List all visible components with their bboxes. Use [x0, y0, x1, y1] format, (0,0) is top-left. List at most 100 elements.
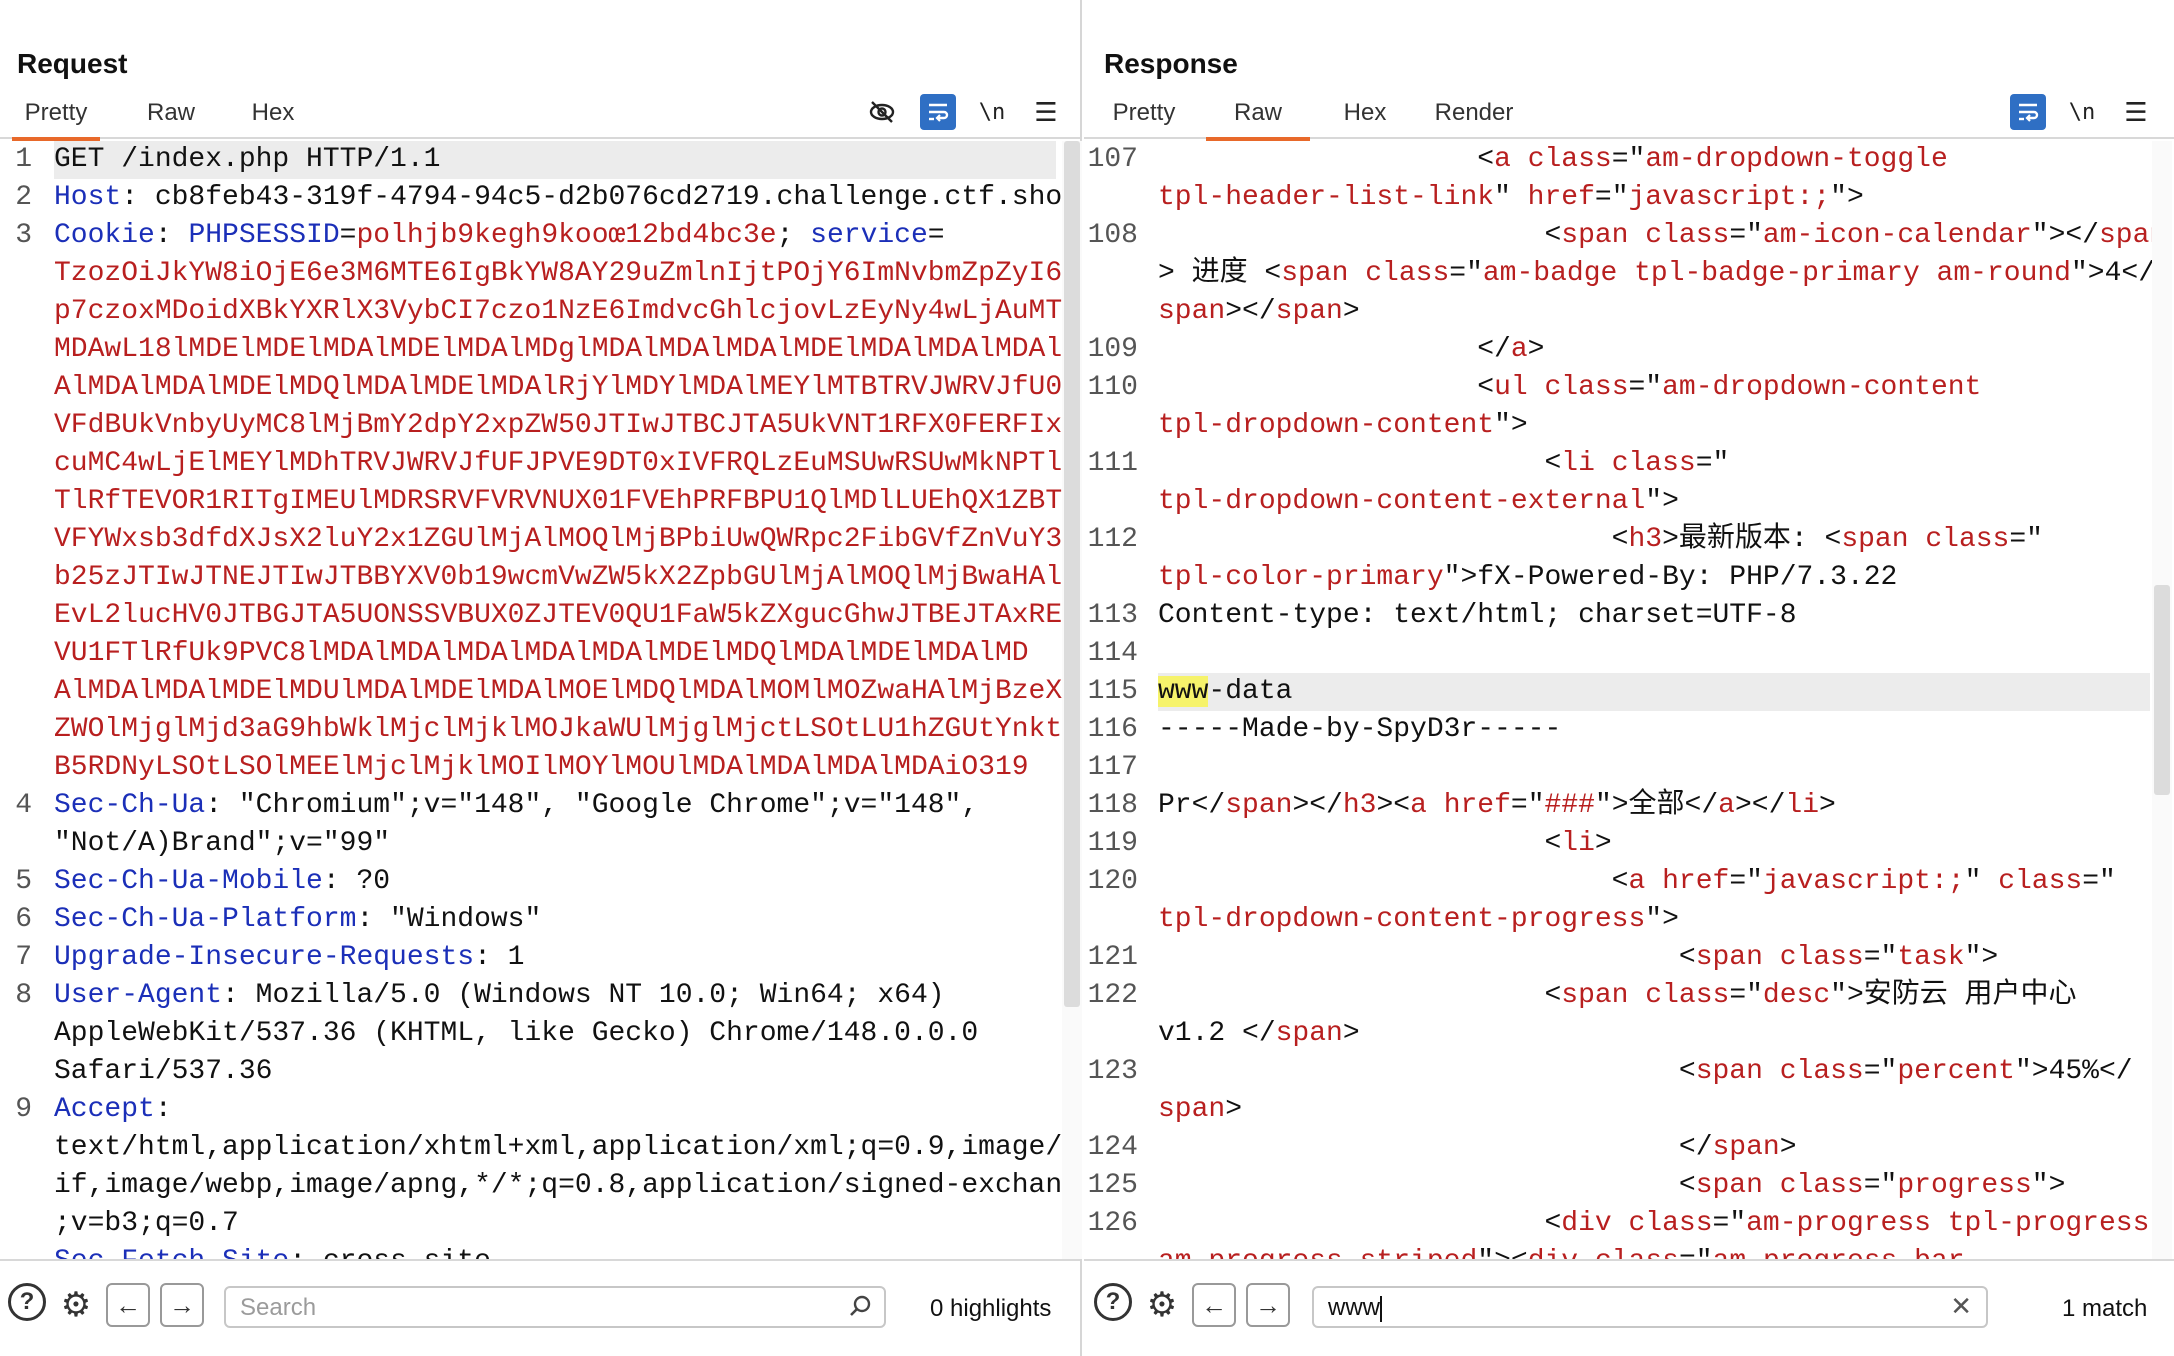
request-search-input[interactable]: Search [224, 1286, 886, 1328]
code-token: " [1964, 866, 1999, 897]
code-token: class [1527, 144, 1612, 175]
code-token: : Mozilla/5.0 (Windows NT 10.0; Win64; x… [222, 980, 945, 1011]
code-token: class [1998, 866, 2083, 897]
code-token [1628, 980, 1645, 1011]
line-number: 6 [15, 904, 32, 935]
code-token: =" [2009, 524, 2043, 555]
code-token: Accept [54, 1094, 155, 1125]
code-token: a [1718, 790, 1735, 821]
code-token: javascript:; [1762, 866, 1965, 897]
highlights-count: 0 highlights [930, 1295, 1052, 1322]
menu-icon[interactable]: ☰ [2124, 96, 2148, 127]
code-token: am-icon-calendar [1762, 220, 2032, 251]
response-search-input[interactable]: www ✕ [1312, 1286, 1988, 1328]
tab-render[interactable]: Render [1434, 99, 1514, 126]
code-token: =" [1729, 866, 1763, 897]
code-token: ul [1494, 372, 1528, 403]
code-line: tpl-color-primary">fX-Powered-By: PHP/7.… [1158, 559, 1897, 597]
code-token: : "Chromium";v="148", "Google Chrome";v=… [205, 790, 979, 821]
code-line: b25zJTIwJTNEJTIwJTBBYXV0b19wcmVwZW5kX2Zp… [54, 559, 1080, 597]
help-icon[interactable]: ? [1094, 1283, 1132, 1321]
wrap-lines-icon[interactable] [920, 94, 956, 130]
code-token: =" [1628, 372, 1663, 403]
code-token: ### [1544, 790, 1595, 821]
forward-icon[interactable]: → [160, 1283, 204, 1327]
request-scrollbar[interactable] [1062, 141, 1082, 1259]
search-match: www [1158, 676, 1209, 707]
hide-eye-icon[interactable] [864, 94, 900, 130]
code-token: class [1544, 372, 1629, 403]
line-number: 109 [1087, 334, 1138, 365]
code-token: =" [1510, 790, 1545, 821]
code-token: Sec-Ch-Ua [54, 790, 206, 821]
code-token: ">4</ [2070, 258, 2155, 289]
code-line: ;v=b3;q=0.7 [54, 1205, 239, 1243]
request-scroll-thumb[interactable] [1064, 141, 1080, 1007]
clear-icon[interactable]: ✕ [1950, 1291, 1972, 1321]
code-token: >最新版本: < [1662, 524, 1842, 555]
code-token: class [1645, 220, 1730, 251]
help-icon[interactable]: ? [8, 1283, 46, 1321]
code-line: AppleWebKit/537.36 (KHTML, like Gecko) C… [54, 1015, 978, 1053]
tab-pretty[interactable]: Pretty [1112, 99, 1176, 126]
code-token: Host [54, 182, 122, 213]
tab-raw[interactable]: Raw [146, 99, 195, 126]
newline-toggle[interactable]: \n [2068, 99, 2096, 125]
code-token: tpl-dropdown-content [1158, 410, 1495, 441]
code-token: >< [1376, 790, 1411, 821]
code-token: ">安防云 用户中心 [1830, 980, 2077, 1011]
tab-hex[interactable]: Hex [1343, 99, 1387, 126]
line-number: 120 [1087, 866, 1138, 897]
code-line: text/html,application/xhtml+xml,applicat… [54, 1129, 1080, 1167]
code-token: a [1510, 334, 1528, 365]
code-token: a [1628, 866, 1646, 897]
code-line: www-data [1158, 673, 1292, 711]
code-line: Cookie: PHPSESSID=polhjb9kegh9kooœ12bd4b… [54, 217, 945, 255]
back-icon[interactable]: ← [106, 1283, 150, 1327]
gear-icon[interactable]: ⚙ [60, 1286, 92, 1324]
code-token: a [1494, 144, 1511, 175]
code-line: <a href="javascript:;" class=" [1158, 863, 2116, 901]
tab-hex[interactable]: Hex [251, 99, 295, 126]
code-line: VFdBUkVnbyUyMC8lMjBmY2dpY2xpZW50JTIwJTBC… [54, 407, 1080, 445]
code-token: "> [1494, 410, 1528, 441]
response-search-bar: ? ⚙ ← → www ✕ 1 match [1084, 1259, 2174, 1356]
code-token: PHPSESSID [188, 220, 340, 251]
line-number: 126 [1087, 1208, 1138, 1239]
tab-pretty[interactable]: Pretty [12, 99, 100, 141]
code-token: TzozOiJkYW8iOjE6e3M6MTE6IgBkYW8AY29uZmln… [54, 258, 1080, 289]
code-line: MDAwL18lMDElMDElMDAlMDElMDAlMDglMDAlMDAl… [54, 331, 1080, 369]
code-token: h3 [1342, 790, 1377, 821]
code-line: </a> [1158, 331, 1544, 369]
code-token [1763, 1056, 1780, 1087]
back-icon[interactable]: ← [1192, 1283, 1236, 1327]
search-icon [848, 1294, 872, 1325]
code-token: </ [1158, 334, 1511, 365]
gear-icon[interactable]: ⚙ [1146, 1286, 1178, 1324]
code-token: B5RDNyLSOtLSOlMEElMjclMjklMOIlMOYlMOUlMD… [54, 752, 1029, 783]
code-token: class [1365, 258, 1450, 289]
response-scroll-thumb[interactable] [2154, 585, 2170, 795]
wrap-lines-icon[interactable] [2010, 94, 2046, 130]
code-line: VU1FTlRfUk9PVC8lMDAlMDAlMDAlMDAlMDAlMDEl… [54, 635, 1029, 673]
code-token: progress [1897, 1170, 2032, 1201]
code-token: =" [1863, 942, 1898, 973]
request-search-bar: ? ⚙ ← → Search 0 highlights [0, 1259, 1080, 1356]
code-token: Sec-Fetch-Site [54, 1246, 289, 1259]
menu-icon[interactable]: ☰ [1034, 96, 1058, 127]
code-token: < [1158, 448, 1562, 479]
code-token: Sec-Ch-Ua-Platform [54, 904, 357, 935]
response-scrollbar[interactable] [2152, 141, 2172, 1259]
code-token: b25zJTIwJTNEJTIwJTBBYXV0b19wcmVwZW5kX2Zp… [54, 562, 1080, 593]
newline-toggle[interactable]: \n [978, 99, 1006, 125]
code-line: <span class="progress"> [1158, 1167, 2066, 1205]
tab-raw[interactable]: Raw [1206, 99, 1310, 141]
line-number: 113 [1087, 600, 1138, 631]
code-token: cuMC4wLjElMEYlMDhTRVJWRVJfUFJPVE9DT0xIVF… [54, 448, 1080, 479]
code-token: span [1225, 790, 1293, 821]
forward-icon[interactable]: → [1246, 1283, 1290, 1327]
code-token [1763, 942, 1780, 973]
code-token: if,image/webp,image/apng,*/*;q=0.8,appli… [54, 1170, 1080, 1201]
